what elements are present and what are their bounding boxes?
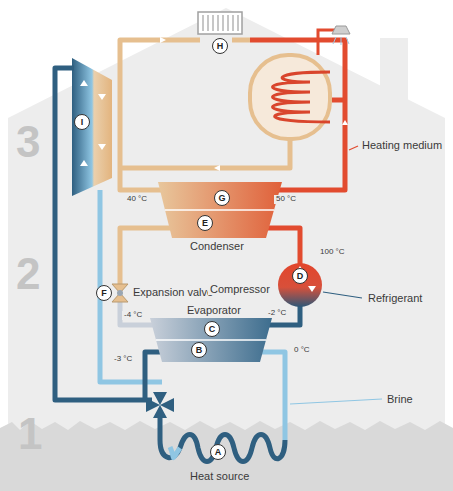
brine-circuit (55, 68, 285, 462)
callout-letter: A (215, 448, 222, 457)
zone-number: 1 (16, 410, 44, 458)
callout-letter: H (217, 42, 224, 51)
callout-circle: C (204, 321, 220, 337)
callout-circle: G (214, 190, 230, 206)
hot-water-tank (250, 26, 350, 139)
callout-circle: F (96, 285, 112, 301)
chimney (380, 38, 408, 100)
part-label: Heat source (188, 470, 251, 482)
temperature: -2 °C (266, 309, 288, 318)
part-label: Evaporator (185, 304, 243, 316)
zone-number: 2 (14, 250, 42, 298)
callout-letter: D (297, 272, 304, 281)
temperature: 50 °C (274, 195, 298, 204)
temperature: 100 °C (318, 248, 347, 257)
heat-exchanger-i (72, 58, 112, 196)
ground (0, 421, 453, 491)
callout-circle: D (292, 268, 308, 284)
callout-circle: H (212, 38, 228, 54)
compressor-symbol (278, 263, 322, 307)
callout-circle: B (191, 342, 207, 358)
condenser-exchanger (158, 182, 282, 238)
expansion-valve-symbol (112, 284, 128, 302)
refrigerant-circuit (120, 228, 300, 325)
part-label: Condenser (188, 240, 246, 252)
part-label: Brine (385, 393, 415, 405)
callout-letter: G (218, 194, 225, 203)
callout-letter: I (81, 118, 84, 127)
temperature: -3 °C (112, 355, 134, 364)
part-label: Compressor (208, 283, 272, 295)
radiator (198, 12, 242, 34)
callout-letter: E (202, 219, 208, 228)
temperature: 0 °C (292, 346, 312, 355)
house-outline (8, 8, 445, 430)
callout-circle: I (74, 114, 90, 130)
callout-circle: A (210, 444, 226, 460)
part-label: Expansion valve (131, 286, 215, 298)
callout-letter: F (101, 289, 107, 298)
temperature: 40 °C (125, 195, 149, 204)
flow-arrows (80, 37, 348, 171)
callout-letter: B (196, 346, 203, 355)
part-label: Heating medium (360, 139, 444, 151)
evaporator-exchanger (150, 318, 272, 362)
zone-number: 3 (14, 118, 42, 166)
temperature: -4 °C (122, 311, 144, 320)
callout-circle: E (197, 215, 213, 231)
leader-lines (349, 146, 358, 150)
heating-circuit (120, 40, 345, 190)
four-way-valve (146, 392, 174, 418)
part-label: Refrigerant (366, 292, 424, 304)
callout-letter: C (209, 325, 216, 334)
